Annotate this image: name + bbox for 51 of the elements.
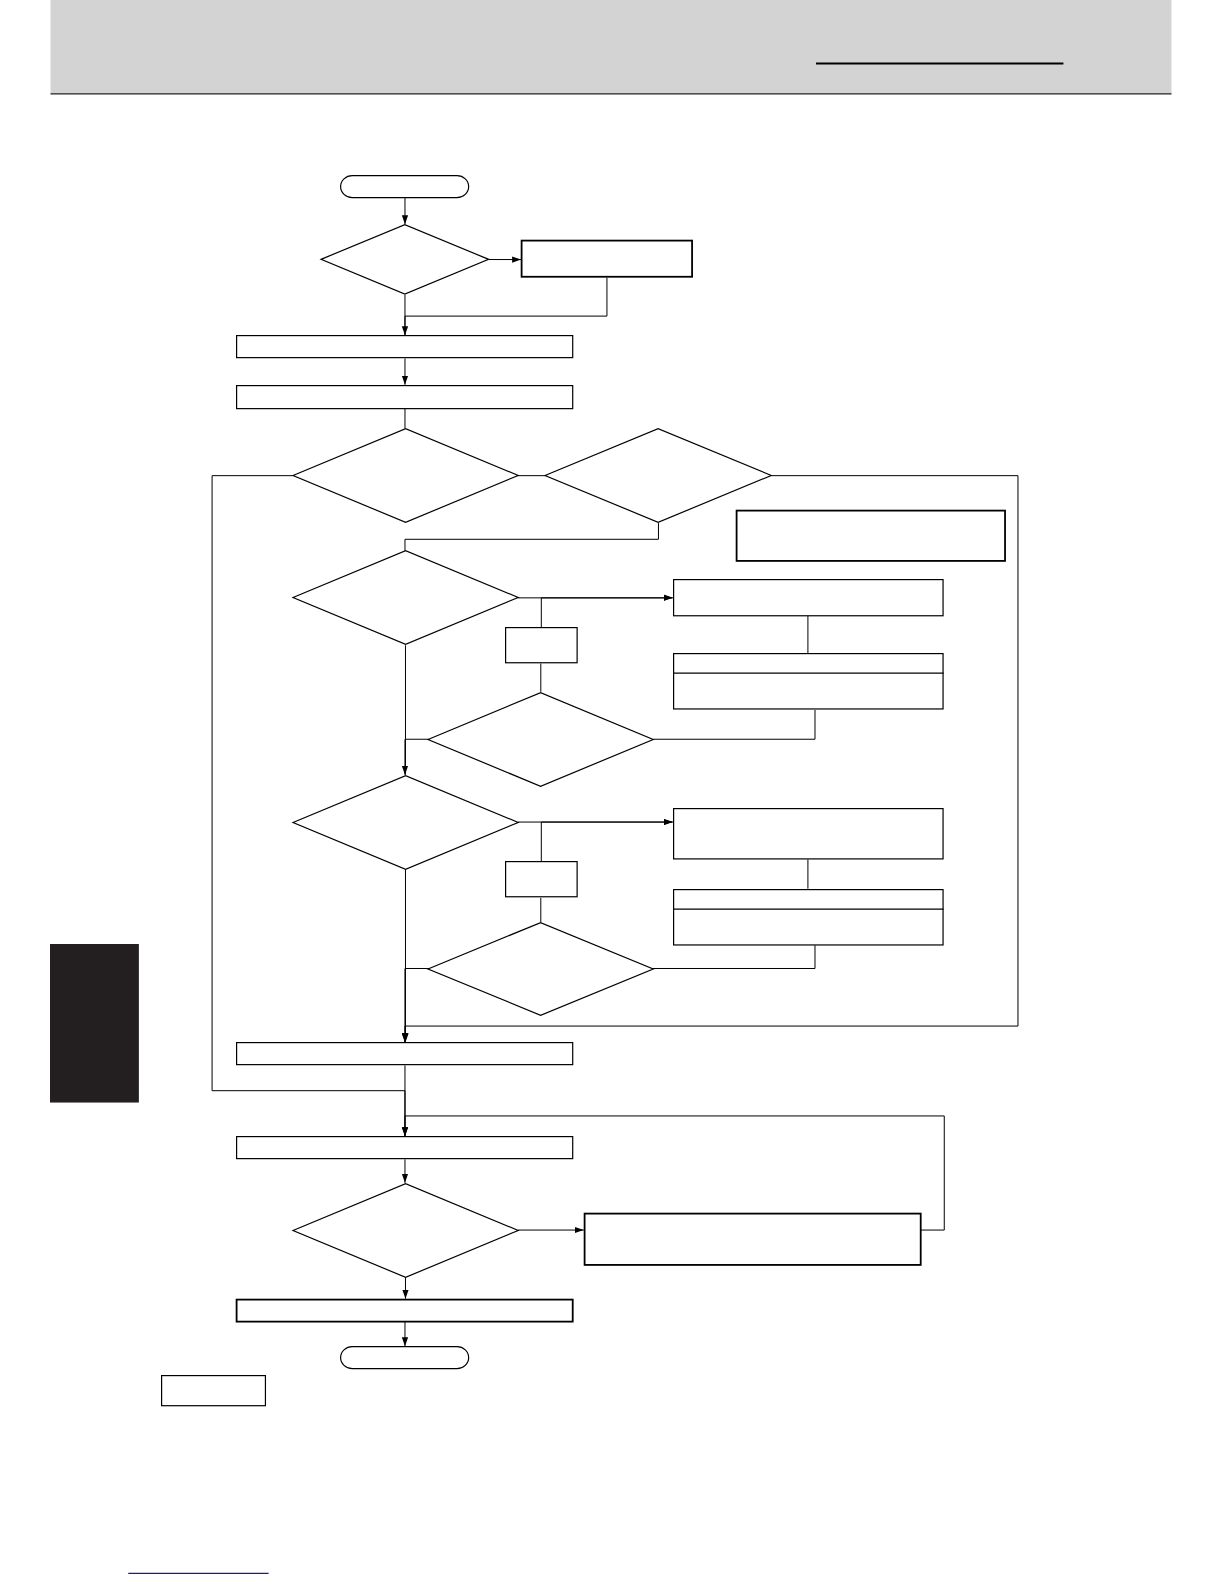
decision-diamond [292,428,519,524]
side-tab [50,944,140,1103]
process-box [736,510,1006,562]
process-box [672,807,944,860]
process-box [236,1042,574,1066]
connector-line [401,1321,409,1347]
terminal-shape [340,174,470,198]
process-box [583,1212,921,1266]
process-box [160,1375,266,1407]
connector-line [405,644,406,776]
terminal-shape [340,1346,470,1370]
process-box [236,335,574,359]
process-box [672,578,944,617]
connector-line [404,294,406,336]
process-box [672,653,944,710]
connector-line [402,869,409,1043]
decision-diamond [292,774,519,870]
connector-line [652,709,816,740]
connector-line [517,1226,585,1234]
connector-line [488,256,522,263]
connector-line [401,968,430,1043]
connector-line [807,615,809,654]
process-box [672,888,944,946]
connector-line [540,897,542,923]
connector-line [517,475,546,477]
decision-diamond [428,691,654,787]
connector-line [401,1115,945,1231]
decision-diamond [428,922,654,1016]
connector-line [540,594,674,628]
connector-line [401,1158,409,1184]
connector-line [404,522,659,552]
process-box [521,240,693,278]
connector-line [402,1277,409,1300]
decision-diamond [292,1182,519,1278]
decision-diamond [321,224,489,295]
connector-line [651,944,816,969]
process-box [236,384,574,409]
process-box [504,861,578,898]
process-box [504,627,578,664]
decision-diamond [545,428,772,524]
connector-line [540,663,542,693]
connector-line [404,408,406,429]
decision-diamond [292,550,519,646]
connector-line [807,858,809,890]
connector-line [401,197,409,225]
connector-line [404,1064,406,1137]
connector-line [401,358,409,386]
connector-line [401,738,429,776]
process-box [236,1298,574,1322]
connector-line [540,818,674,862]
process-box [236,1136,574,1160]
